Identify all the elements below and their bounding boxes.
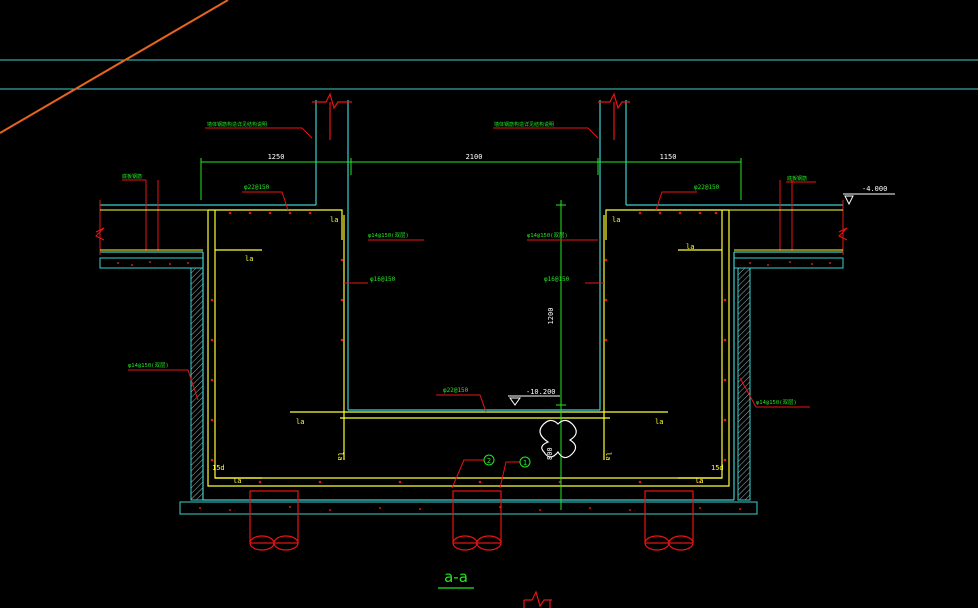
dim-right-span: 1150 <box>660 153 677 161</box>
note-left-edge: 底板钢筋 <box>122 173 142 180</box>
15d-mark-right: 15d <box>711 464 724 472</box>
break-symbol-bottom <box>523 590 552 608</box>
rebar-left-wall-upper: φ14@150(双层) <box>368 232 409 239</box>
la-mark-1: la <box>245 255 253 263</box>
elevation-top-label: -4.000 <box>862 185 887 193</box>
revision-cloud <box>539 419 577 459</box>
la-mark-7: la <box>233 477 241 485</box>
marker-2: 2 <box>451 454 495 489</box>
dimension-lines <box>200 158 742 510</box>
note-right-edge: 底板钢筋 <box>787 175 807 182</box>
rebar-right-side-wall: φ14@150(双层) <box>756 399 797 406</box>
rebar-dots <box>210 211 727 484</box>
elevation-pit-label: -10.200 <box>526 388 556 396</box>
rebar-right-wall-upper: φ14@150(双层) <box>527 232 568 239</box>
rebar-left-side-wall: φ14@150(双层) <box>128 362 169 369</box>
break-symbol-right <box>598 92 630 140</box>
la-mark-3: la <box>330 216 338 224</box>
hatch-wall-left <box>190 267 204 501</box>
15d-mark-left: 15d <box>212 464 225 472</box>
label-leaders <box>122 127 816 413</box>
elevation-top-marker <box>843 193 895 206</box>
slab-edge-left <box>95 180 159 255</box>
svg-text:2: 2 <box>487 457 491 465</box>
cushion-left <box>99 257 204 269</box>
dim-left-span: 1250 <box>268 153 285 161</box>
hatch-wall-right <box>737 267 751 501</box>
side-height-label: 800 <box>546 447 554 460</box>
la-mark-6: la <box>655 418 663 426</box>
dim-middle-span: 2100 <box>466 153 483 161</box>
la-mark-9: la <box>336 452 344 460</box>
rebar-right-wall-mid: φ16@150 <box>544 276 570 283</box>
orange-diagonal-line <box>0 0 229 134</box>
piles <box>249 490 694 551</box>
la-mark-10: la <box>604 452 612 460</box>
slab-edge-right <box>779 180 848 255</box>
rebar-bottom: φ22@150 <box>443 387 469 394</box>
cushion-speckle <box>117 261 831 511</box>
dim-depth: 1200 <box>547 308 555 325</box>
break-symbol-left <box>312 92 352 140</box>
rebar-yellow <box>207 209 730 487</box>
la-mark-8: la <box>695 477 703 485</box>
cushion-bottom <box>179 501 758 515</box>
note-right-wall: 墙体钢筋构造详见结构说明 <box>494 121 554 128</box>
elevation-pit-marker <box>508 395 560 406</box>
svg-text:1: 1 <box>523 459 527 467</box>
la-mark-4: la <box>612 216 620 224</box>
section-title: a-a <box>444 568 468 586</box>
top-slab-yellow <box>100 209 843 251</box>
cushion-right <box>733 257 844 269</box>
la-mark-5: la <box>296 418 304 426</box>
rebar-left-top: φ22@150 <box>244 184 270 191</box>
note-left-wall: 墙体钢筋构造详见结构说明 <box>207 121 267 128</box>
rebar-right-top: φ22@150 <box>694 184 720 191</box>
marker-1: 1 <box>499 456 531 489</box>
rebar-left-wall-mid: φ16@150 <box>370 276 396 283</box>
la-mark-2: la <box>686 243 694 251</box>
